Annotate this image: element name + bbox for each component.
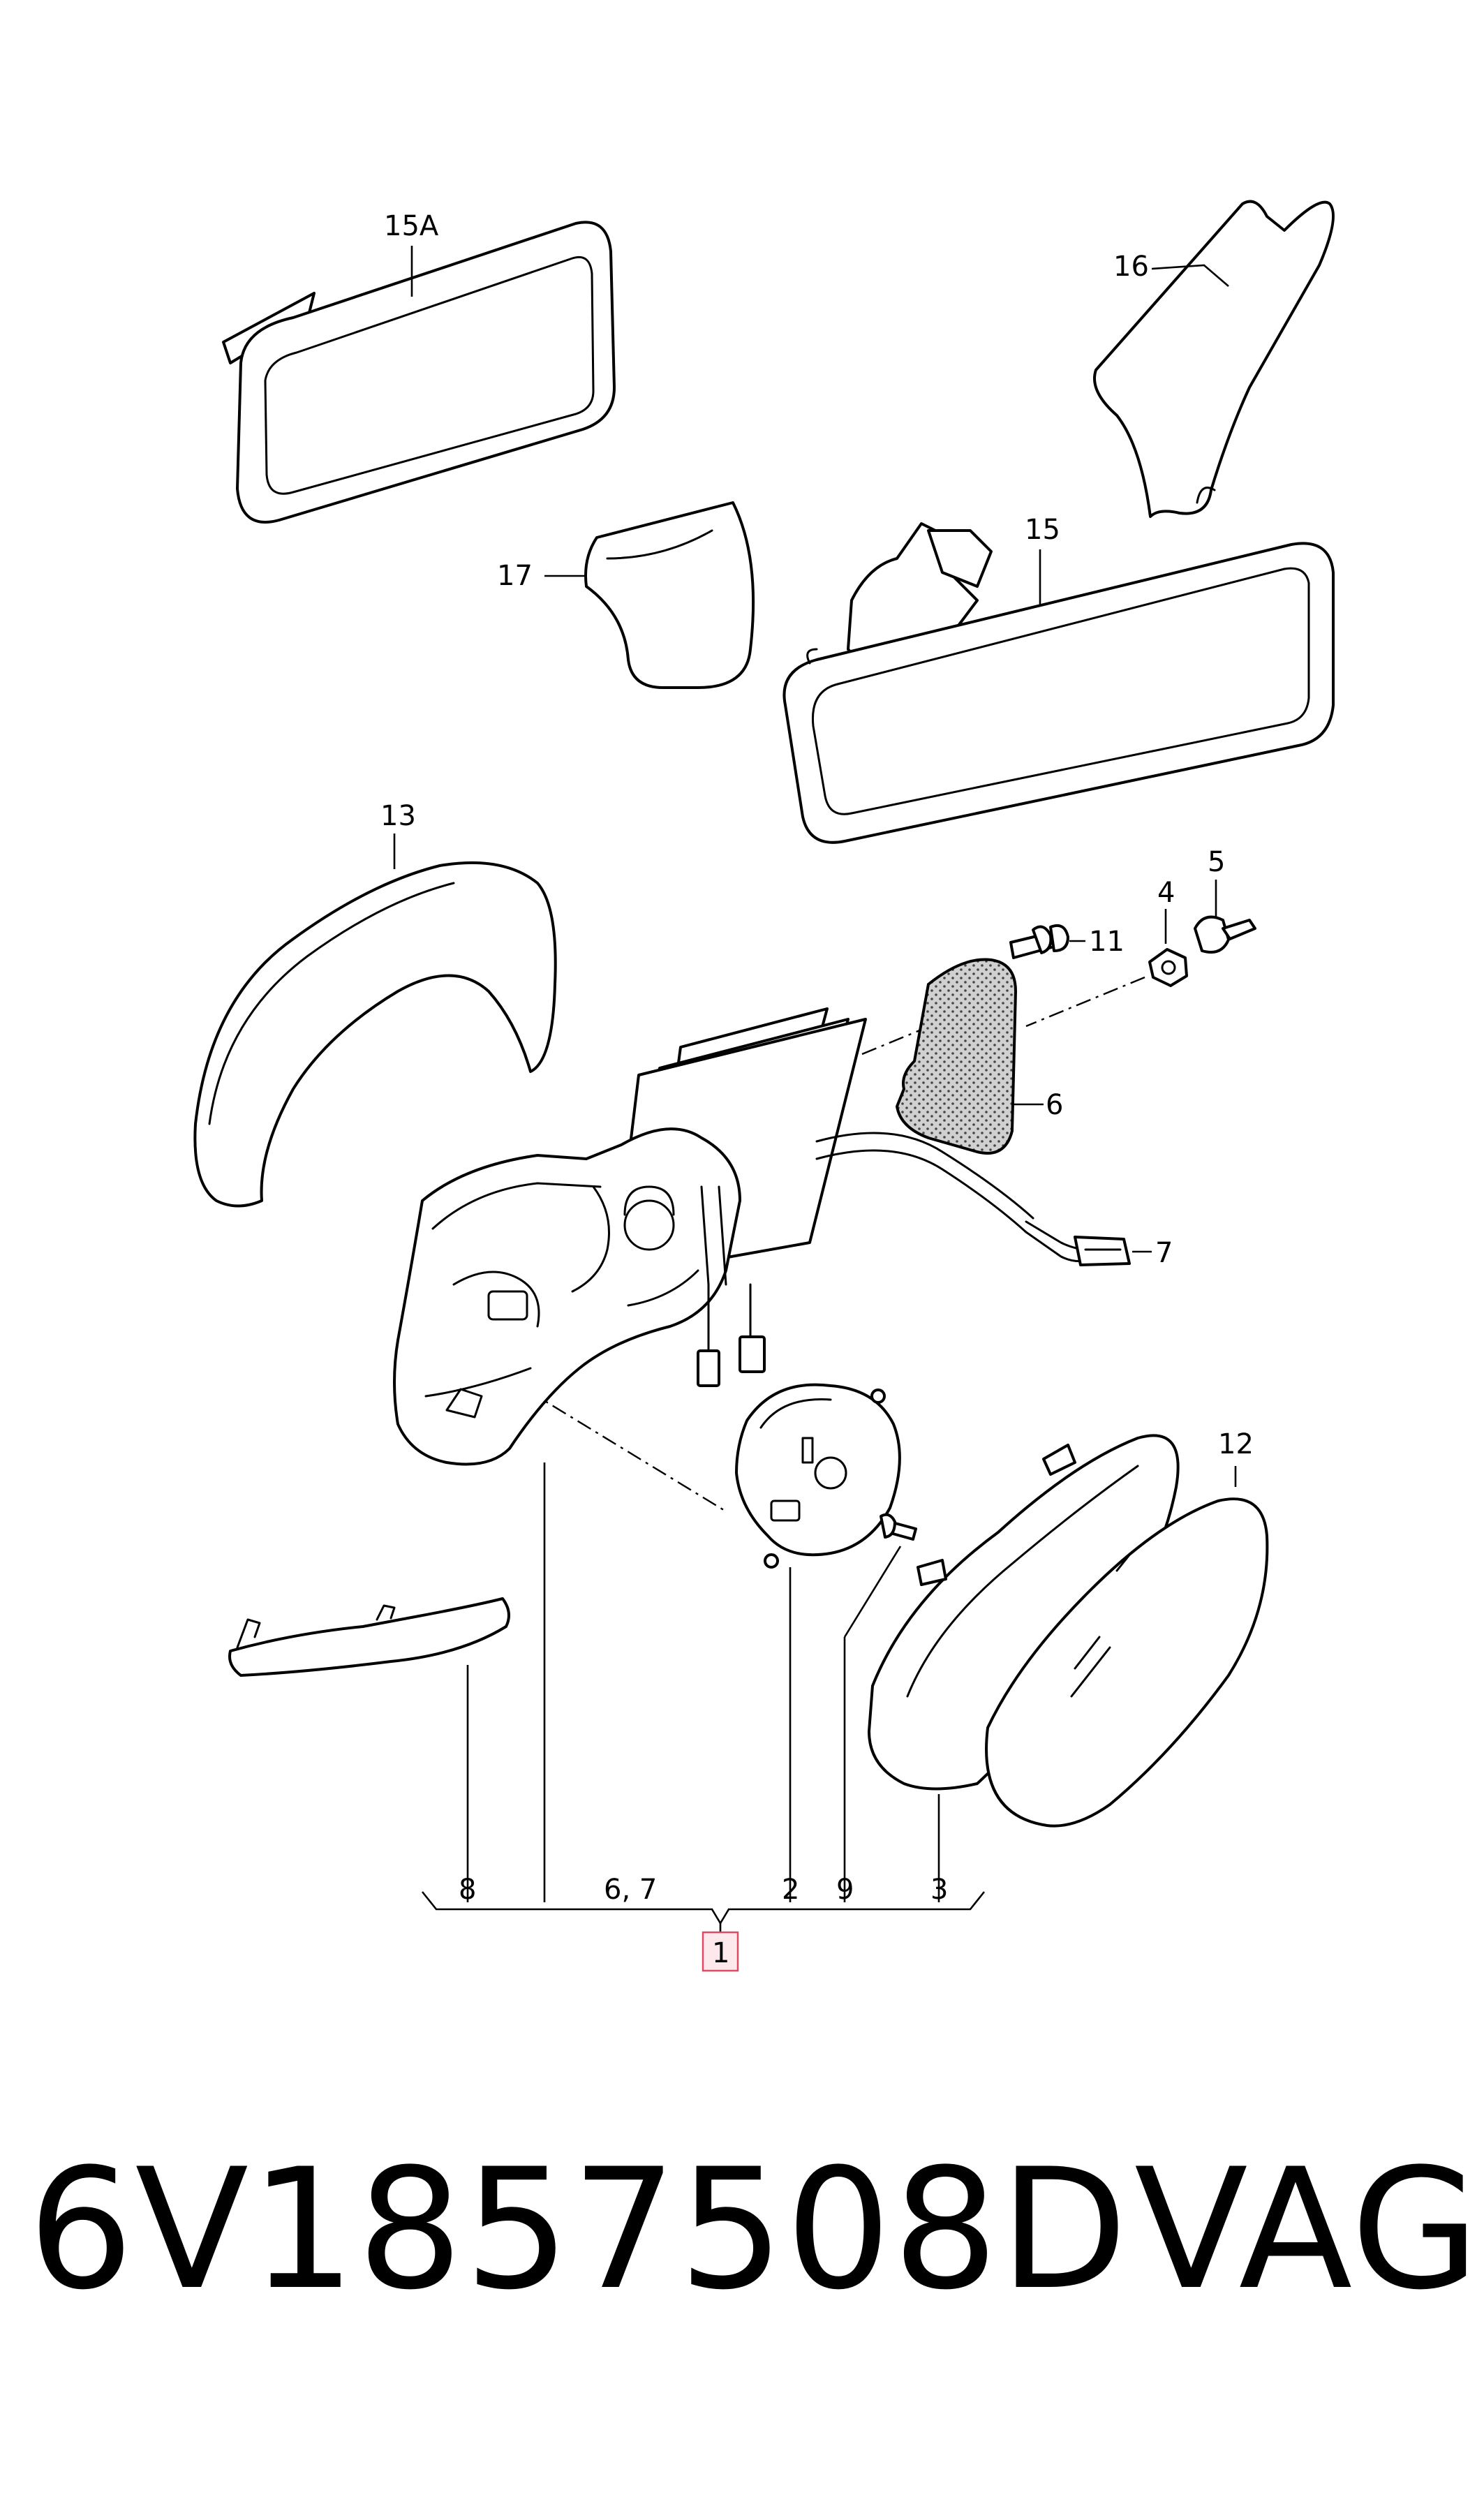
part-11-screw [1009,924,1085,959]
callout-6: 6 [1046,1089,1063,1121]
callout-6-7: 6, 7 [604,1874,657,1906]
part-6-7-housing [393,1127,766,1902]
part-16-stem-cover [1093,200,1335,518]
callout-4: 4 [1157,877,1175,909]
part-12-mirror-glass [985,1466,1269,1828]
part-number-text: 6V1857508D [28,2133,1129,2327]
callout-5: 5 [1208,846,1225,878]
part-6-heating-pad [895,958,1044,1155]
callout-7: 7 [1155,1237,1173,1269]
callout-8: 8 [459,1874,476,1906]
callout-13: 13 [380,800,416,832]
callout-11: 11 [1089,926,1125,958]
callout-12: 12 [1218,1428,1254,1460]
callout-9: 9 [836,1874,854,1906]
callout-15: 15 [1025,514,1060,546]
callout-1: 1 [712,1937,729,1969]
part-5-clip [1194,880,1256,954]
part-13-housing-cap [193,834,557,1208]
part-8-trim [228,1597,510,1902]
callout-3: 3 [930,1874,948,1906]
part-2-adjustment-motor [735,1383,901,1902]
part-17-mount-cover [544,501,755,689]
callout-15a: 15A [384,210,439,242]
part-4-nut [1148,909,1188,987]
assembly-bracket [421,1891,986,1934]
callout-17: 17 [497,560,533,592]
part-3-glass-carrier [868,1434,1180,1902]
part-9-screw [843,1513,917,1902]
callout-16: 16 [1113,251,1149,283]
part-15-rear-view-mirror [782,522,1335,844]
part-7-harness [815,1132,1152,1266]
part-15a-mirror-glass [222,221,616,524]
callout-2: 2 [782,1874,799,1906]
callout-1-highlight [702,1931,739,1972]
brand-text: VAG [1134,2133,1481,2327]
